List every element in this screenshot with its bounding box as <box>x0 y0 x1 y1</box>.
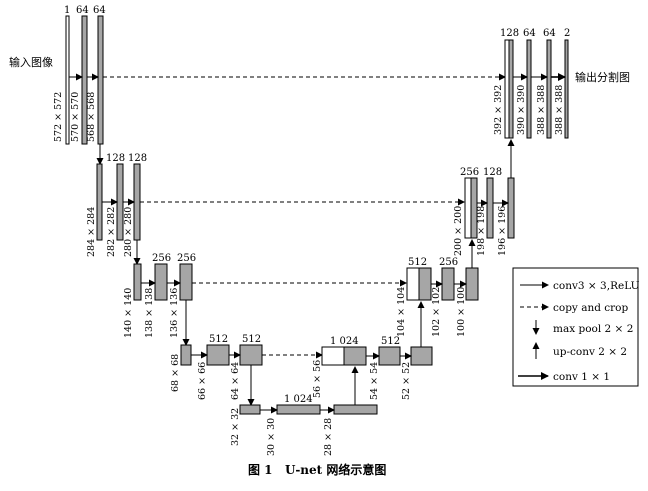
block-128b <box>133 163 141 241</box>
size-label: 66 × 66 <box>197 362 208 400</box>
block-512-up-grey <box>418 267 432 301</box>
size-label: 56 × 56 <box>312 360 323 398</box>
block-1024-up-grey <box>343 346 367 366</box>
block-128-pool <box>96 163 103 241</box>
block-512-dec-a <box>378 346 401 366</box>
size-label: 570 × 570 <box>70 92 81 142</box>
ch-label: 512 <box>209 334 228 345</box>
size-label: 280 × 280 <box>123 207 134 257</box>
figure-caption: 图 1 U-net 网络示意图 <box>248 462 386 477</box>
block-512a <box>206 344 230 366</box>
size-label: 198 × 198 <box>476 206 487 256</box>
block-256-dec-a <box>441 267 455 301</box>
size-label: 200 × 200 <box>453 206 464 256</box>
size-label: 136 × 136 <box>169 288 180 338</box>
block-512-dec-b <box>410 346 433 366</box>
size-label: 568 × 568 <box>86 92 97 142</box>
size-label: 52 × 52 <box>401 362 412 400</box>
input-label: 输入图像 <box>9 55 53 69</box>
size-label: 390 × 390 <box>516 85 527 135</box>
size-label: 64 × 64 <box>230 362 241 400</box>
block-64-dec-b <box>546 39 552 139</box>
ch-label: 128 <box>500 28 519 39</box>
size-label: 32 × 32 <box>230 408 241 446</box>
legend-box <box>512 267 639 387</box>
legend-conv1-label: conv 1 × 1 <box>553 371 610 383</box>
block-128-up-grey <box>508 39 514 139</box>
output-label: 输出分割图 <box>575 70 630 84</box>
size-label: 104 × 104 <box>396 287 407 337</box>
size-label: 100 × 100 <box>456 287 467 337</box>
size-label: 196 × 196 <box>497 206 508 256</box>
block-512b <box>239 344 263 366</box>
block-512-up-white <box>406 267 420 301</box>
ch-label: 128 <box>106 153 125 164</box>
ch-label: 256 <box>460 167 479 178</box>
block-256-up-white <box>464 177 472 239</box>
ch-label: 256 <box>152 253 171 264</box>
size-label: 54 × 54 <box>369 362 380 400</box>
ch-label: 256 <box>177 253 196 264</box>
ch-label: 512 <box>242 334 261 345</box>
ch-label: 64 <box>543 28 556 39</box>
block-256-up-grey <box>470 177 478 239</box>
ch-label: 512 <box>408 257 427 268</box>
block-128-dec-b <box>507 177 515 239</box>
block-256a <box>154 263 168 301</box>
ch-label: 64 <box>93 5 106 16</box>
size-label: 392 × 392 <box>493 85 504 135</box>
block-512-pool <box>180 344 192 366</box>
block-128-dec-a <box>486 177 494 239</box>
block-256b <box>179 263 193 301</box>
size-label: 102 × 102 <box>431 287 442 337</box>
ch-label: 256 <box>439 257 458 268</box>
size-label: 282 × 282 <box>106 207 117 257</box>
block-64-dec-a <box>526 39 532 139</box>
legend-copy-label: copy and crop <box>553 302 628 314</box>
ch-label: 1 <box>64 5 70 16</box>
size-label: 140 × 140 <box>123 288 134 338</box>
ch-label: 1 024 <box>330 336 359 347</box>
ch-label: 1 024 <box>284 394 313 405</box>
size-label: 572 × 572 <box>53 92 64 142</box>
block-256-dec-b <box>465 267 479 301</box>
size-label: 28 × 28 <box>323 418 334 456</box>
legend-conv-label: conv3 × 3,ReLU <box>553 280 640 292</box>
block-1024-up-white <box>321 346 345 366</box>
legend: conv3 × 3,ReLU copy and crop max pool 2 … <box>512 267 640 387</box>
size-label: 68 × 68 <box>170 354 181 392</box>
block-128-up-white <box>504 39 510 139</box>
ch-label: 128 <box>483 167 502 178</box>
block-output <box>564 39 569 139</box>
block-64b <box>97 15 104 145</box>
block-input <box>65 15 70 145</box>
ch-label: 64 <box>76 5 89 16</box>
legend-pool-label: max pool 2 × 2 <box>553 323 633 335</box>
block-256-pool <box>133 263 142 301</box>
size-label: 388 × 388 <box>536 85 547 135</box>
ch-label: 64 <box>523 28 536 39</box>
block-1024a <box>276 404 321 415</box>
size-label: 30 × 30 <box>266 418 277 456</box>
block-1024b <box>333 404 378 415</box>
legend-upconv-label: up-conv 2 × 2 <box>553 346 627 358</box>
size-label: 138 × 138 <box>144 288 155 338</box>
block-1024-pool <box>239 404 261 415</box>
ch-label: 2 <box>564 28 570 39</box>
size-label: 388 × 388 <box>554 85 565 135</box>
size-label: 284 × 284 <box>86 207 97 257</box>
ch-label: 128 <box>128 153 147 164</box>
ch-label: 512 <box>381 336 400 347</box>
